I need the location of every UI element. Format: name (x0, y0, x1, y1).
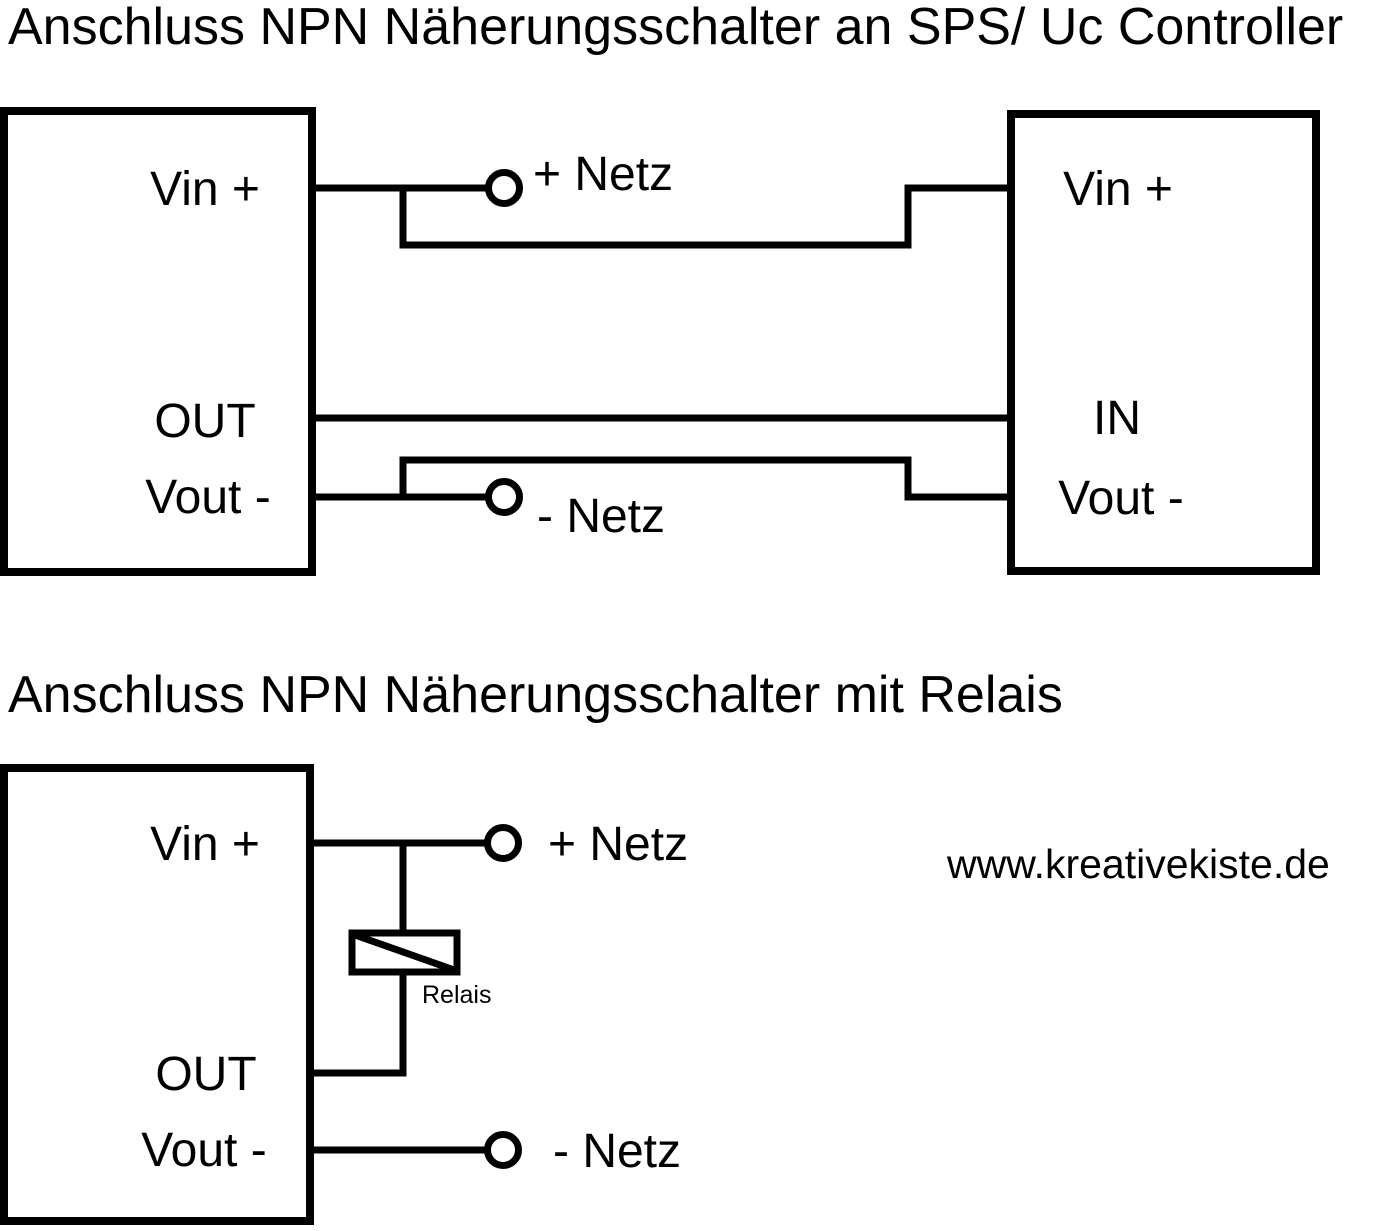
sensor1-pin-out-label: OUT (154, 395, 255, 448)
minus-netz-branch-wire (399, 456, 1011, 501)
sensor2-pin-vout-label: Vout - (141, 1124, 266, 1177)
plus-netz-branch-wire (399, 184, 1011, 249)
minus-netz-label-1: - Netz (537, 490, 665, 543)
relay-caption: Relais (422, 981, 491, 1009)
minus-netz-label-2: - Netz (553, 1125, 681, 1178)
controller-pin-in-label: IN (1093, 392, 1141, 445)
controller-pin-vin-label: Vin + (1063, 163, 1173, 216)
minus-netz-terminal-circle-2 (484, 1131, 522, 1169)
relay-symbol (348, 929, 461, 976)
sensor1-pin-vin-label: Vin + (150, 163, 260, 216)
plus-netz-label-1: + Netz (533, 148, 673, 201)
relay-diagonal-line (350, 930, 459, 975)
sensor2-box (0, 764, 314, 1225)
controller-pin-vout-label: Vout - (1058, 472, 1183, 525)
controller-box (1007, 110, 1320, 575)
website-text: www.kreativekiste.de (946, 841, 1330, 887)
plus-netz-terminal-circle-1 (485, 169, 523, 207)
sensor1-pin-vout-label: Vout - (145, 471, 270, 524)
sensor2-pin-out-label: OUT (155, 1048, 256, 1101)
sensor1-box (0, 107, 316, 576)
plus-netz-label-2: + Netz (548, 818, 688, 871)
section2-title: Anschluss NPN Näherungsschalter mit Rela… (8, 666, 1063, 724)
sensor2-pin-vin-label: Vin + (150, 818, 260, 871)
relay-to-out-wire (310, 972, 407, 1077)
plus-netz-terminal-circle-2 (484, 824, 522, 862)
section1-title: Anschluss NPN Näherungsschalter an SPS/ … (8, 0, 1343, 56)
minus-netz-terminal-circle-1 (485, 478, 523, 516)
